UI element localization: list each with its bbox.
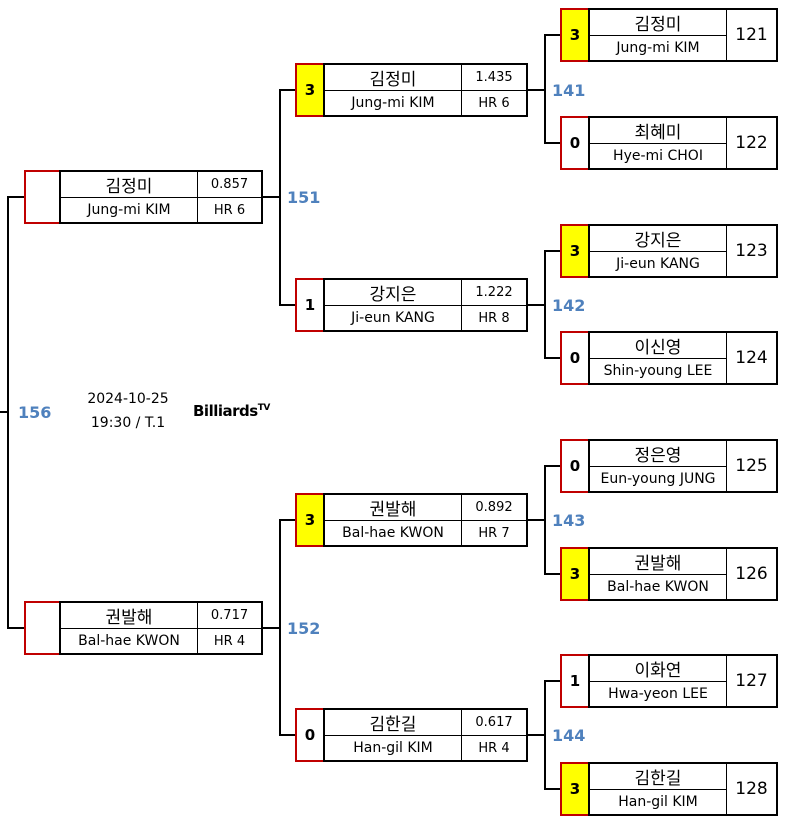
semi-slot-4-score: 0 xyxy=(295,708,325,762)
qf-slot-1: 김정미 Jung-mi KIM 121 xyxy=(588,8,778,62)
player-seed-number: 126 xyxy=(735,564,768,584)
player-name-en: Han-gil KIM xyxy=(353,740,433,756)
qf-slot-6-score: 3 xyxy=(560,547,590,601)
connector-qf1 xyxy=(527,34,560,144)
player-name-kr: 이화연 xyxy=(634,661,682,681)
semi-slot-2-score: 1 xyxy=(295,278,325,332)
player-seed-number: 125 xyxy=(735,456,768,476)
final-slot-2-score xyxy=(24,601,61,655)
player-name-en: Eun-young JUNG xyxy=(600,471,716,487)
connector-semi-bottom xyxy=(262,519,295,736)
player-name-en: Bal-hae KWON xyxy=(342,525,444,541)
player-name-kr: 권발해 xyxy=(369,500,417,520)
player-average: 1.222 xyxy=(475,285,513,300)
semi-slot-3-score: 3 xyxy=(295,493,325,547)
qf-slot-2: 최혜미 Hye-mi CHOI 122 xyxy=(588,116,778,170)
player-name-en: Bal-hae KWON xyxy=(78,633,180,649)
connector-qf4 xyxy=(527,680,560,790)
event-date: 2024-10-25 xyxy=(87,391,169,407)
player-average: 0.717 xyxy=(210,608,249,623)
final-slot-1: 김정미 Jung-mi KIM 0.857 HR 6 xyxy=(59,170,263,224)
player-name-en: Jung-mi KIM xyxy=(87,202,171,218)
final-slot-1-score xyxy=(24,170,61,224)
player-seed-number: 122 xyxy=(735,133,768,153)
qf-slot-4: 이신영 Shin-young LEE 124 xyxy=(588,331,778,385)
qf-slot-7-score: 1 xyxy=(560,654,590,708)
connector-semi-top xyxy=(262,89,295,306)
qf-slot-8-score: 3 xyxy=(560,762,590,816)
qf-slot-3: 강지은 Ji-eun KANG 123 xyxy=(588,224,778,278)
connector-qf2 xyxy=(527,250,560,359)
player-name-kr: 강지은 xyxy=(369,285,417,305)
player-seed-number: 128 xyxy=(735,779,768,799)
connector-final xyxy=(0,196,24,629)
player-name-kr: 최혜미 xyxy=(634,123,682,143)
match-number-final: 156 xyxy=(18,403,52,422)
final-slot-2: 권발해 Bal-hae KWON 0.717 HR 4 xyxy=(59,601,263,655)
connector-qf3 xyxy=(527,465,560,575)
match-number-qf3: 143 xyxy=(552,511,586,530)
billiards-tv-logo: BilliardsTV xyxy=(193,402,270,420)
player-name-kr: 권발해 xyxy=(634,554,682,574)
player-average: 0.892 xyxy=(475,500,513,515)
qf-slot-4-score: 0 xyxy=(560,331,590,385)
qf-slot-6: 권발해 Bal-hae KWON 126 xyxy=(588,547,778,601)
player-name-kr: 김정미 xyxy=(634,15,682,35)
player-name-en: Ji-eun KANG xyxy=(351,310,435,326)
match-number-qf1: 141 xyxy=(552,81,586,100)
player-high-run: HR 8 xyxy=(478,310,510,326)
player-high-run: HR 6 xyxy=(478,95,510,111)
player-high-run: HR 4 xyxy=(213,633,246,649)
player-name-kr: 강지은 xyxy=(634,231,682,251)
player-name-kr: 정은영 xyxy=(634,446,682,466)
player-name-en: Jung-mi KIM xyxy=(616,40,700,56)
player-name-en: Hwa-yeon LEE xyxy=(608,686,708,702)
qf-slot-3-score: 3 xyxy=(560,224,590,278)
player-average: 1.435 xyxy=(475,70,513,85)
match-number-qf2: 142 xyxy=(552,296,586,315)
player-seed-number: 123 xyxy=(735,241,768,261)
semi-slot-2: 강지은 Ji-eun KANG 1.222 HR 8 xyxy=(323,278,528,332)
player-seed-number: 127 xyxy=(735,671,768,691)
match-number-semi-bottom: 152 xyxy=(287,619,321,638)
qf-slot-7: 이화연 Hwa-yeon LEE 127 xyxy=(588,654,778,708)
logo-text: Billiards xyxy=(193,402,258,420)
player-name-kr: 권발해 xyxy=(105,608,153,628)
logo-superscript: TV xyxy=(257,403,271,413)
player-name-kr: 김정미 xyxy=(105,177,153,197)
event-time-table: 19:30 / T.1 xyxy=(90,415,166,431)
qf-slot-5-score: 0 xyxy=(560,439,590,493)
qf-slot-8: 김한길 Han-gil KIM 128 xyxy=(588,762,778,816)
player-name-kr: 김한길 xyxy=(634,769,682,789)
player-name-en: Hye-mi CHOI xyxy=(613,148,703,164)
player-name-kr: 김정미 xyxy=(369,70,417,90)
player-seed-number: 121 xyxy=(735,25,768,45)
player-high-run: HR 4 xyxy=(478,740,510,756)
player-high-run: HR 6 xyxy=(213,202,246,218)
player-name-en: Jung-mi KIM xyxy=(351,95,435,111)
player-name-kr: 이신영 xyxy=(634,338,682,358)
player-name-en: Bal-hae KWON xyxy=(607,579,709,595)
player-name-en: Shin-young LEE xyxy=(603,363,713,379)
semi-slot-4: 김한길 Han-gil KIM 0.617 HR 4 xyxy=(323,708,528,762)
player-name-en: Ji-eun KANG xyxy=(616,256,700,272)
player-seed-number: 124 xyxy=(735,348,768,368)
event-info: 2024-10-25 19:30 / T.1 xyxy=(78,387,178,435)
semi-slot-1: 김정미 Jung-mi KIM 1.435 HR 6 xyxy=(323,63,528,117)
match-number-semi-top: 151 xyxy=(287,188,321,207)
player-high-run: HR 7 xyxy=(478,525,510,541)
qf-slot-5: 정은영 Eun-young JUNG 125 xyxy=(588,439,778,493)
player-name-kr: 김한길 xyxy=(369,715,417,735)
match-number-qf4: 144 xyxy=(552,726,586,745)
semi-slot-3: 권발해 Bal-hae KWON 0.892 HR 7 xyxy=(323,493,528,547)
qf-slot-2-score: 0 xyxy=(560,116,590,170)
player-name-en: Han-gil KIM xyxy=(618,794,698,810)
player-average: 0.857 xyxy=(210,177,249,192)
semi-slot-1-score: 3 xyxy=(295,63,325,117)
player-average: 0.617 xyxy=(475,715,513,730)
qf-slot-1-score: 3 xyxy=(560,8,590,62)
